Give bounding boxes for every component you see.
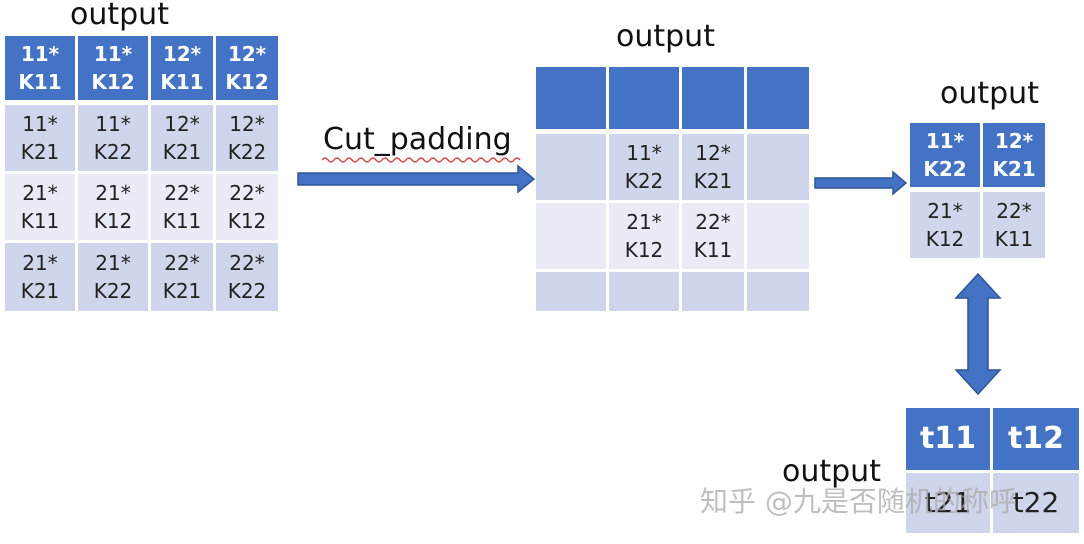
double-arrow-vertical-icon — [954, 272, 1002, 396]
table1-cell: 21*K11 — [5, 174, 75, 240]
table2-header-cell — [682, 67, 744, 129]
cut-padding-label: Cut_padding — [323, 122, 512, 157]
output-label-1: output — [70, 0, 169, 32]
output-label-4: output — [782, 454, 881, 489]
table1-header-cell: 12*K11 — [151, 36, 213, 100]
table2-cell — [747, 134, 809, 200]
table1-header-cell: 12*K12 — [216, 36, 278, 100]
table2-cell: 22*K11 — [682, 203, 744, 269]
spellcheck-squiggle — [322, 157, 521, 163]
table1-cell: 11*K22 — [78, 105, 148, 171]
output-label-3: output — [940, 76, 1039, 111]
table1-cell: 21*K22 — [78, 243, 148, 311]
table1-cell: 22*K11 — [151, 174, 213, 240]
table3-cell: 22*K11 — [983, 192, 1045, 258]
table2-cell — [747, 203, 809, 269]
table1-cell: 22*K21 — [151, 243, 213, 311]
table1-cell: 21*K12 — [78, 174, 148, 240]
table2-cell — [536, 134, 606, 200]
table4-cell: t22 — [993, 473, 1079, 533]
table2-cell — [747, 272, 809, 311]
table2-cell: 11*K22 — [609, 134, 679, 200]
table2-cell: 12*K21 — [682, 134, 744, 200]
table4-cell: t21 — [906, 473, 990, 533]
arrow-right-icon — [297, 164, 536, 194]
table4-header-cell: t12 — [993, 408, 1079, 470]
table1-header-cell: 11*K12 — [78, 36, 148, 100]
table2-cell — [536, 203, 606, 269]
table1-cell: 11*K21 — [5, 105, 75, 171]
table3-header-cell: 12*K21 — [983, 123, 1045, 187]
table1-cell: 22*K12 — [216, 174, 278, 240]
table1-cell: 12*K21 — [151, 105, 213, 171]
table2-cell — [609, 272, 679, 311]
table2-cell — [536, 272, 606, 311]
arrow-right-icon — [814, 170, 908, 196]
table2-cell: 21*K12 — [609, 203, 679, 269]
table1-cell: 22*K22 — [216, 243, 278, 311]
table2-header-cell — [609, 67, 679, 129]
table4-header-cell: t11 — [906, 408, 990, 470]
table2-header-cell — [747, 67, 809, 129]
output-label-2: output — [616, 19, 715, 54]
table2-cell — [682, 272, 744, 311]
table3-header-cell: 11*K22 — [910, 123, 980, 187]
watermark: 知乎 @九是否随机的称呼 — [700, 485, 1017, 518]
table1-cell: 12*K22 — [216, 105, 278, 171]
table2-header-cell — [536, 67, 606, 129]
table1-cell: 21*K21 — [5, 243, 75, 311]
table1-header-cell: 11*K11 — [5, 36, 75, 100]
table3-cell: 21*K12 — [910, 192, 980, 258]
